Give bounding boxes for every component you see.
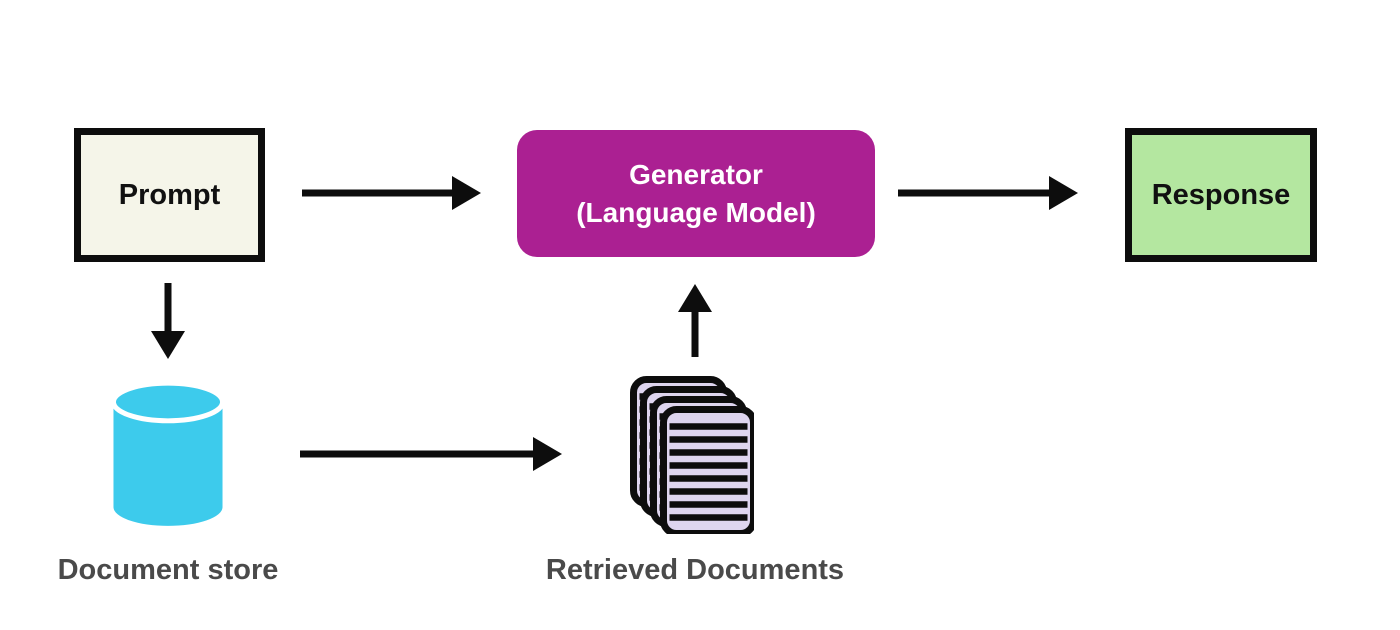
- database-cylinder-icon: [111, 380, 225, 526]
- document-store-caption: Document store: [57, 554, 279, 586]
- arrow-prompt-to-generator: [302, 176, 481, 210]
- arrow-prompt-to-document-store: [151, 283, 185, 359]
- arrow-document-store-to-retrieved-documents: [300, 437, 562, 471]
- arrow-retrieved-documents-to-generator: [678, 284, 712, 357]
- generator-label-line1: Generator: [629, 158, 763, 190]
- retrieved-documents-caption: Retrieved Documents: [545, 554, 845, 586]
- generator-label: Generator (Language Model): [576, 156, 816, 232]
- arrow-generator-to-response: [898, 176, 1078, 210]
- prompt-node: Prompt: [74, 128, 265, 262]
- generator-node: Generator (Language Model): [517, 130, 875, 257]
- generator-label-line2: (Language Model): [576, 196, 816, 228]
- prompt-label: Prompt: [118, 178, 221, 211]
- retrieved-documents-node: [630, 376, 754, 539]
- response-node: Response: [1125, 128, 1317, 262]
- response-label: Response: [1151, 178, 1291, 211]
- document-stack-icon: [630, 376, 754, 534]
- document-store-node: [111, 380, 225, 534]
